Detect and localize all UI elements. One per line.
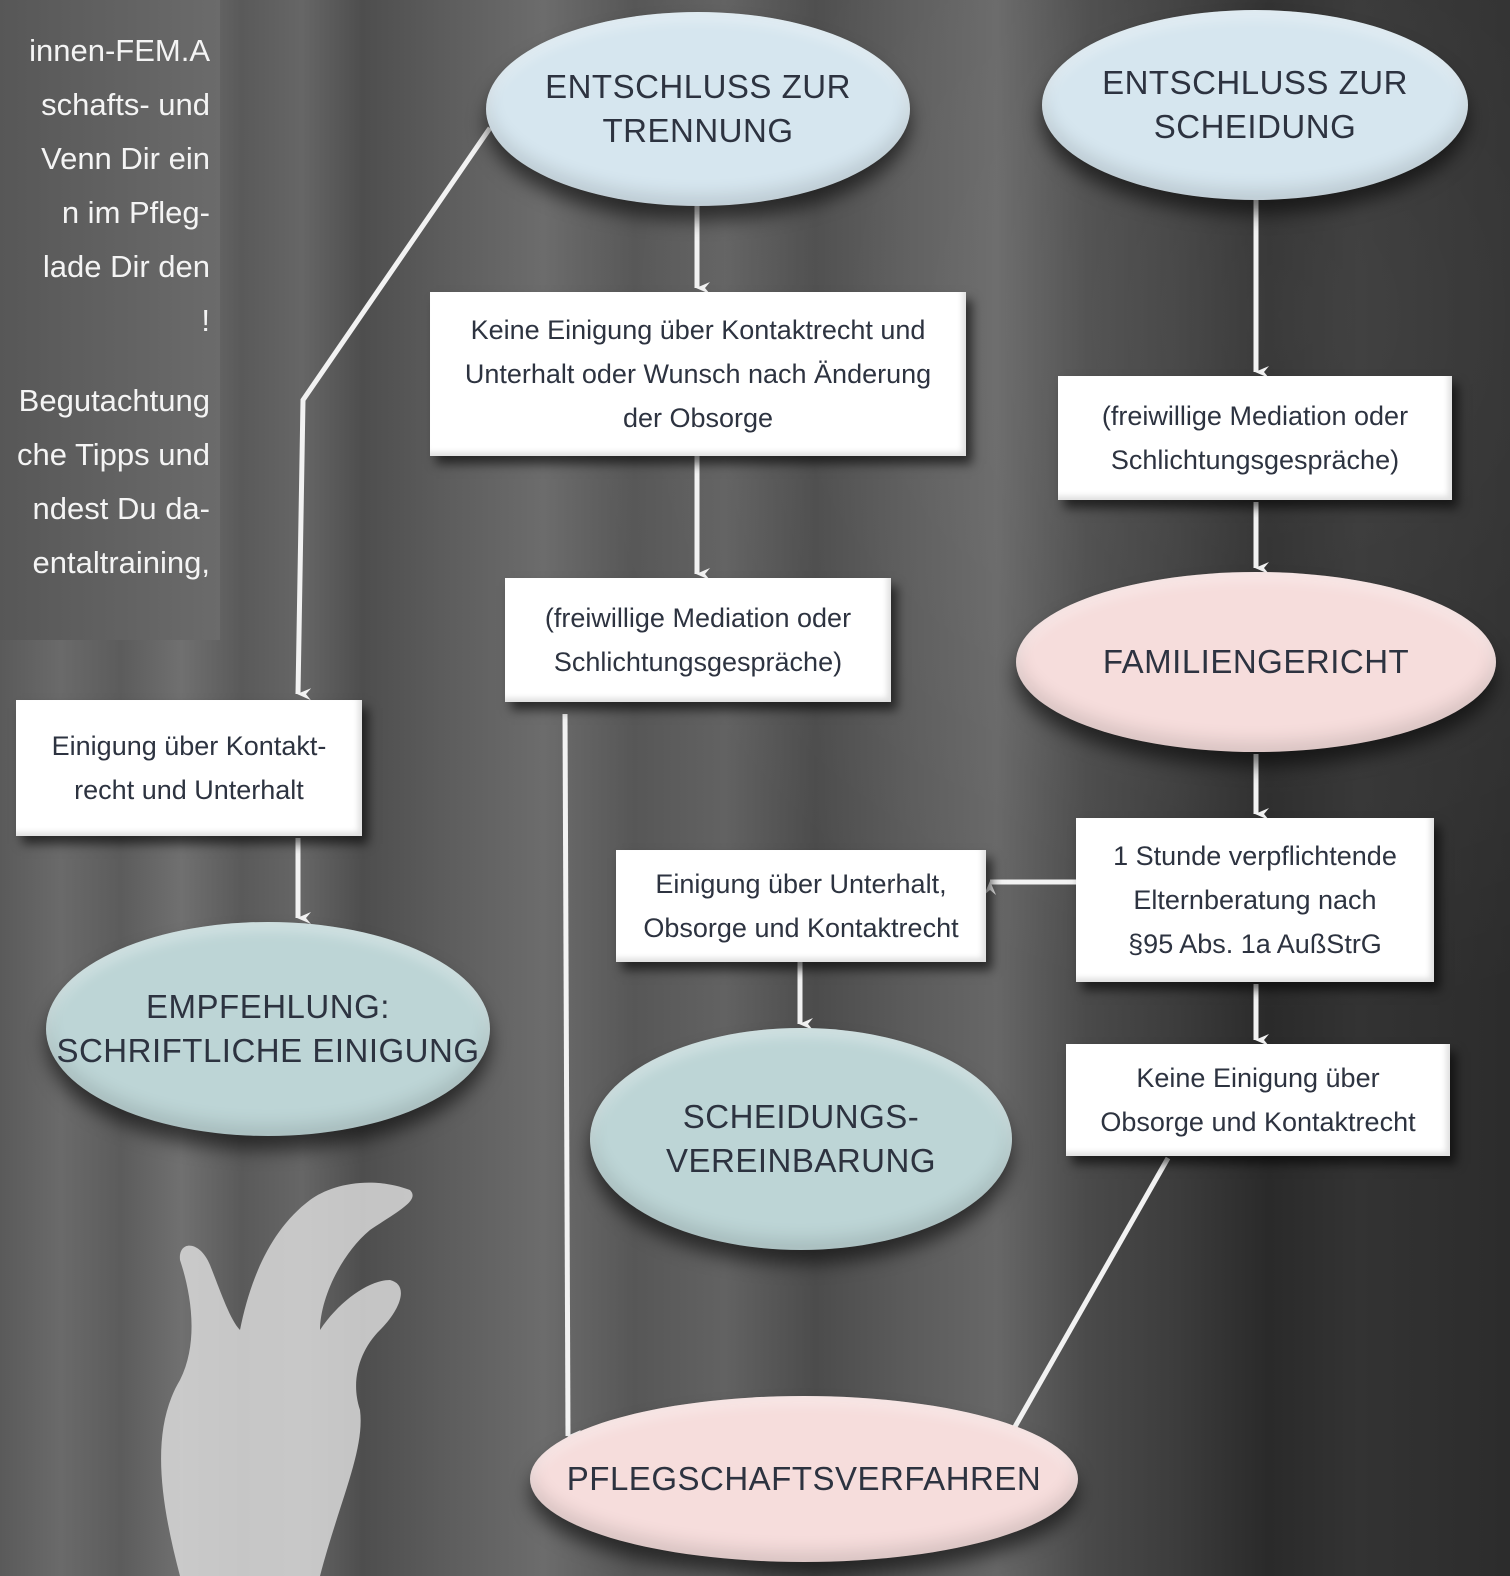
node-einigung-kontaktrecht: Einigung über Kontakt- recht und Unterha… <box>16 700 362 836</box>
node-familiengericht: FAMILIENGERICHT <box>1016 572 1496 752</box>
intro-line: Begutachtung <box>18 383 210 418</box>
intro-line: ! <box>201 303 210 338</box>
node-einigung-unterhalt: Einigung über Unterhalt, Obsorge und Kon… <box>616 850 986 962</box>
node-elternberatung: 1 Stunde verpflichtende Elternberatung n… <box>1076 818 1434 982</box>
node-label: (freiwillige Mediation oder Schlichtungs… <box>544 603 852 677</box>
arrow-keine-einigung-obsorge-to-pflegschaft <box>1009 1156 1171 1444</box>
node-keine-einigung-obsorge: Keine Einigung über Obsorge und Kontaktr… <box>1066 1044 1450 1156</box>
arrow-mediation-to-pflegschaft <box>562 713 582 1442</box>
intro-line: Venn Dir ein <box>41 141 210 176</box>
arrow-trennung-to-einigung <box>295 126 493 701</box>
node-mediation-left: (freiwillige Mediation oder Schlichtungs… <box>505 578 891 702</box>
node-label: PFLEGSCHAFTSVERFAHREN <box>566 1460 1042 1497</box>
node-label: ENTSCHLUSS ZUR TRENNUNG <box>545 68 851 149</box>
node-label: Einigung über Unterhalt, Obsorge und Kon… <box>643 869 959 943</box>
node-label: 1 Stunde verpflichtende Elternberatung n… <box>1113 841 1397 959</box>
node-entschluss-scheidung: ENTSCHLUSS ZUR SCHEIDUNG <box>1042 10 1468 200</box>
node-label: ENTSCHLUSS ZUR SCHEIDUNG <box>1102 64 1408 145</box>
background-left-panel <box>0 0 220 640</box>
node-keine-einigung-kontaktrecht: Keine Einigung über Kontaktrecht und Unt… <box>430 292 966 456</box>
intro-line: lade Dir den <box>42 249 210 284</box>
intro-line: entaltraining, <box>32 545 210 580</box>
node-empfehlung: EMPFEHLUNG: SCHRIFTLICHE EINIGUNG <box>46 922 490 1136</box>
node-entschluss-trennung: ENTSCHLUSS ZUR TRENNUNG <box>486 12 910 206</box>
node-label: EMPFEHLUNG: SCHRIFTLICHE EINIGUNG <box>56 988 480 1069</box>
node-pflegschaftsverfahren: PFLEGSCHAFTSVERFAHREN <box>530 1396 1078 1562</box>
hand-image <box>161 1182 413 1576</box>
intro-line: innen-FEM.A <box>29 33 210 68</box>
node-label: Einigung über Kontakt- recht und Unterha… <box>51 731 327 805</box>
intro-line: che Tipps und <box>16 437 210 472</box>
node-label: Keine Einigung über Obsorge und Kontaktr… <box>1100 1063 1416 1137</box>
intro-text: innen-FEM.A schafts- und Venn Dir ein n … <box>0 24 210 590</box>
node-label: (freiwillige Mediation oder Schlichtungs… <box>1101 401 1409 475</box>
intro-line: n im Pfleg- <box>61 195 210 230</box>
node-label: FAMILIENGERICHT <box>1102 643 1410 680</box>
intro-line: ndest Du da- <box>32 491 211 526</box>
node-mediation-right: (freiwillige Mediation oder Schlichtungs… <box>1058 376 1452 500</box>
node-scheidungsvereinbarung: SCHEIDUNGS- VEREINBARUNG <box>590 1028 1012 1250</box>
node-label: Keine Einigung über Kontaktrecht und Unt… <box>464 315 932 433</box>
intro-line: schafts- und <box>41 87 210 122</box>
node-label: SCHEIDUNGS- VEREINBARUNG <box>665 1098 937 1179</box>
